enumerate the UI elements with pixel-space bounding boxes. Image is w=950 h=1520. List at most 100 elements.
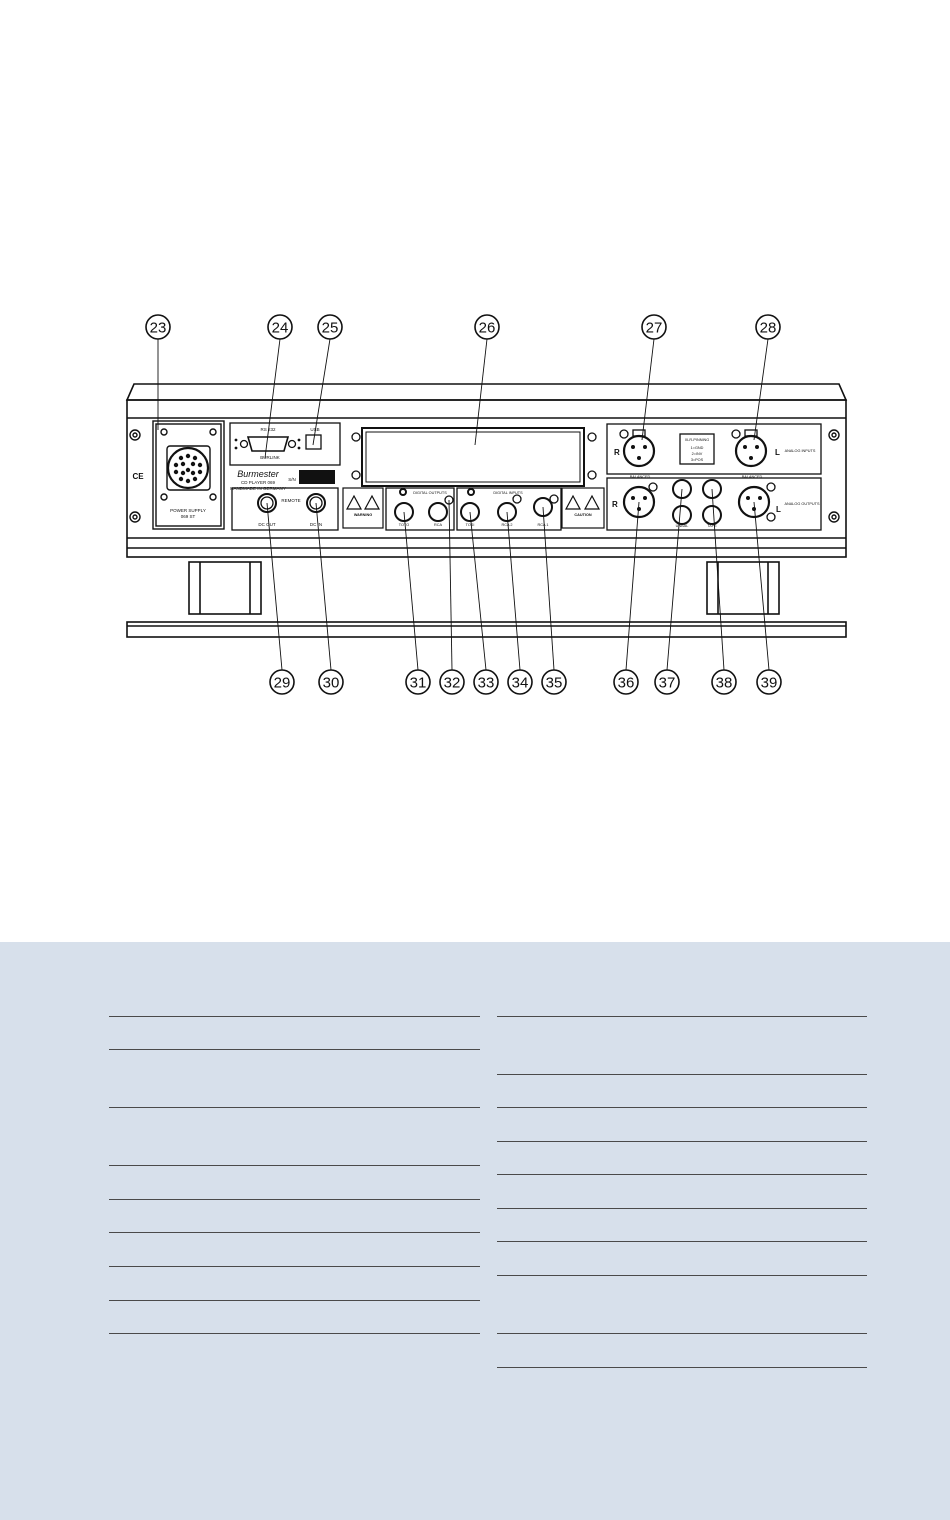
analog-inputs-label: ANALOG INPUTS <box>785 449 816 453</box>
rca2-digital-input <box>497 502 517 522</box>
legend-row-divider <box>109 1232 480 1233</box>
legend-row-divider <box>109 1300 480 1301</box>
legend-row-divider <box>497 1208 867 1209</box>
tape-output-left <box>702 479 722 499</box>
digital-inputs-label: DIGITAL INPUTS <box>493 491 523 495</box>
legend-panel <box>0 942 950 1520</box>
foot-left <box>188 561 262 615</box>
legend-row-divider <box>497 1367 867 1368</box>
callout-number: 28 <box>760 320 777 337</box>
callout-circle <box>507 669 533 695</box>
dc-in-jack <box>306 493 326 513</box>
callout-circle <box>654 669 680 695</box>
foot-right <box>706 561 780 615</box>
analog-inputs-panel <box>606 423 822 475</box>
callout-number: 26 <box>479 320 496 337</box>
callout-number: 33 <box>478 675 495 692</box>
callout-number: 36 <box>618 675 635 692</box>
balanced-label-right: BALANCED <box>630 475 651 479</box>
ce-mark: CE <box>132 472 144 481</box>
model-label: CD PLAYER 069 <box>241 480 275 485</box>
legend-row-divider <box>497 1016 867 1017</box>
power-supply-pins <box>173 453 203 484</box>
balanced-label-left: BALANCED <box>742 475 763 479</box>
tape-output-right <box>702 505 722 525</box>
pin1-label: 1=GND <box>691 446 704 450</box>
remote-label: REMOTE <box>281 498 300 503</box>
callout-circle <box>473 669 499 695</box>
callout-circle <box>755 314 781 340</box>
brand-logo: Burmester <box>237 469 280 479</box>
toslink-output <box>394 502 414 522</box>
legend-row-divider <box>109 1333 480 1334</box>
callout-number: 38 <box>716 675 733 692</box>
rs232-port <box>246 436 290 452</box>
rca-out-label: RCA <box>434 523 442 527</box>
callout-number: 29 <box>274 675 291 692</box>
callout-number: 31 <box>410 675 427 692</box>
xlr-pinning-box <box>679 433 715 465</box>
pin2-label: 2=INV <box>692 452 703 456</box>
dc-in-label: DC IN <box>310 522 322 527</box>
caution-label: CAUTION <box>574 513 592 517</box>
legend-row-divider <box>109 1266 480 1267</box>
burlink-label: BURLINK <box>260 455 280 460</box>
warning-label-box <box>342 487 384 529</box>
tosi-label: TOSI <box>466 523 475 527</box>
caution-label-box <box>561 487 605 529</box>
callout-number: 34 <box>512 675 529 692</box>
callout-number: 30 <box>323 675 340 692</box>
unbal-label: UNBAL <box>676 524 689 528</box>
callout-number: 25 <box>322 320 339 337</box>
legend-row-divider <box>109 1107 480 1108</box>
callout-number: 23 <box>150 320 167 337</box>
callout-circle <box>405 669 431 695</box>
input-right-label: R <box>614 448 620 457</box>
output-left-label: L <box>776 505 781 514</box>
callout-circle <box>318 669 344 695</box>
input-left-label: L <box>775 448 780 457</box>
dc-panel <box>231 487 339 531</box>
callout-circle <box>711 669 737 695</box>
data-port-panel <box>229 422 341 466</box>
serial-label: S/N <box>288 477 296 482</box>
rca2-label: RCA 2 <box>502 523 513 527</box>
callout-number: 35 <box>546 675 563 692</box>
leader-lines <box>157 338 770 671</box>
warning-label: WARNING <box>354 513 372 517</box>
dc-out-jack <box>257 493 277 513</box>
legend-row-divider <box>497 1333 867 1334</box>
xlr-input-left <box>734 434 768 468</box>
callout-circle <box>145 314 171 340</box>
analog-outputs-label: ANALOG OUTPUTS <box>784 502 819 506</box>
callout-circle <box>269 669 295 695</box>
legend-row-divider <box>109 1199 480 1200</box>
callout-number: 39 <box>761 675 778 692</box>
chassis-top-trim <box>125 383 848 401</box>
callout-circle <box>541 669 567 695</box>
display-window <box>361 427 585 487</box>
chassis-screws <box>129 429 840 523</box>
callout-circle <box>474 314 500 340</box>
legend-row-divider <box>497 1074 867 1075</box>
dc-out-label: DC OUT <box>258 522 275 527</box>
base-plate <box>126 621 847 638</box>
legend-row-divider <box>497 1141 867 1142</box>
tape-label: TAPE <box>707 524 717 528</box>
callout-number: 37 <box>659 675 676 692</box>
callout-circle <box>267 314 293 340</box>
xlr-pinning-label: XLR-PINNING <box>685 438 710 442</box>
output-right-label: R <box>612 500 618 509</box>
xlr-output-right <box>622 485 656 519</box>
legend-row-divider <box>497 1275 867 1276</box>
unbal-output-left <box>672 479 692 499</box>
callout-circle <box>439 669 465 695</box>
toto-label: TOTO <box>399 523 409 527</box>
callout-number: 27 <box>646 320 663 337</box>
callout-circle <box>756 669 782 695</box>
unbal-output-right <box>672 505 692 525</box>
callout-circle <box>317 314 343 340</box>
digital-outputs-panel <box>385 487 455 531</box>
legend-row-divider <box>497 1107 867 1108</box>
rear-panel-diagram: CE POWER SUPPLY 069 ST RS 232 USB BURLIN… <box>125 314 848 695</box>
